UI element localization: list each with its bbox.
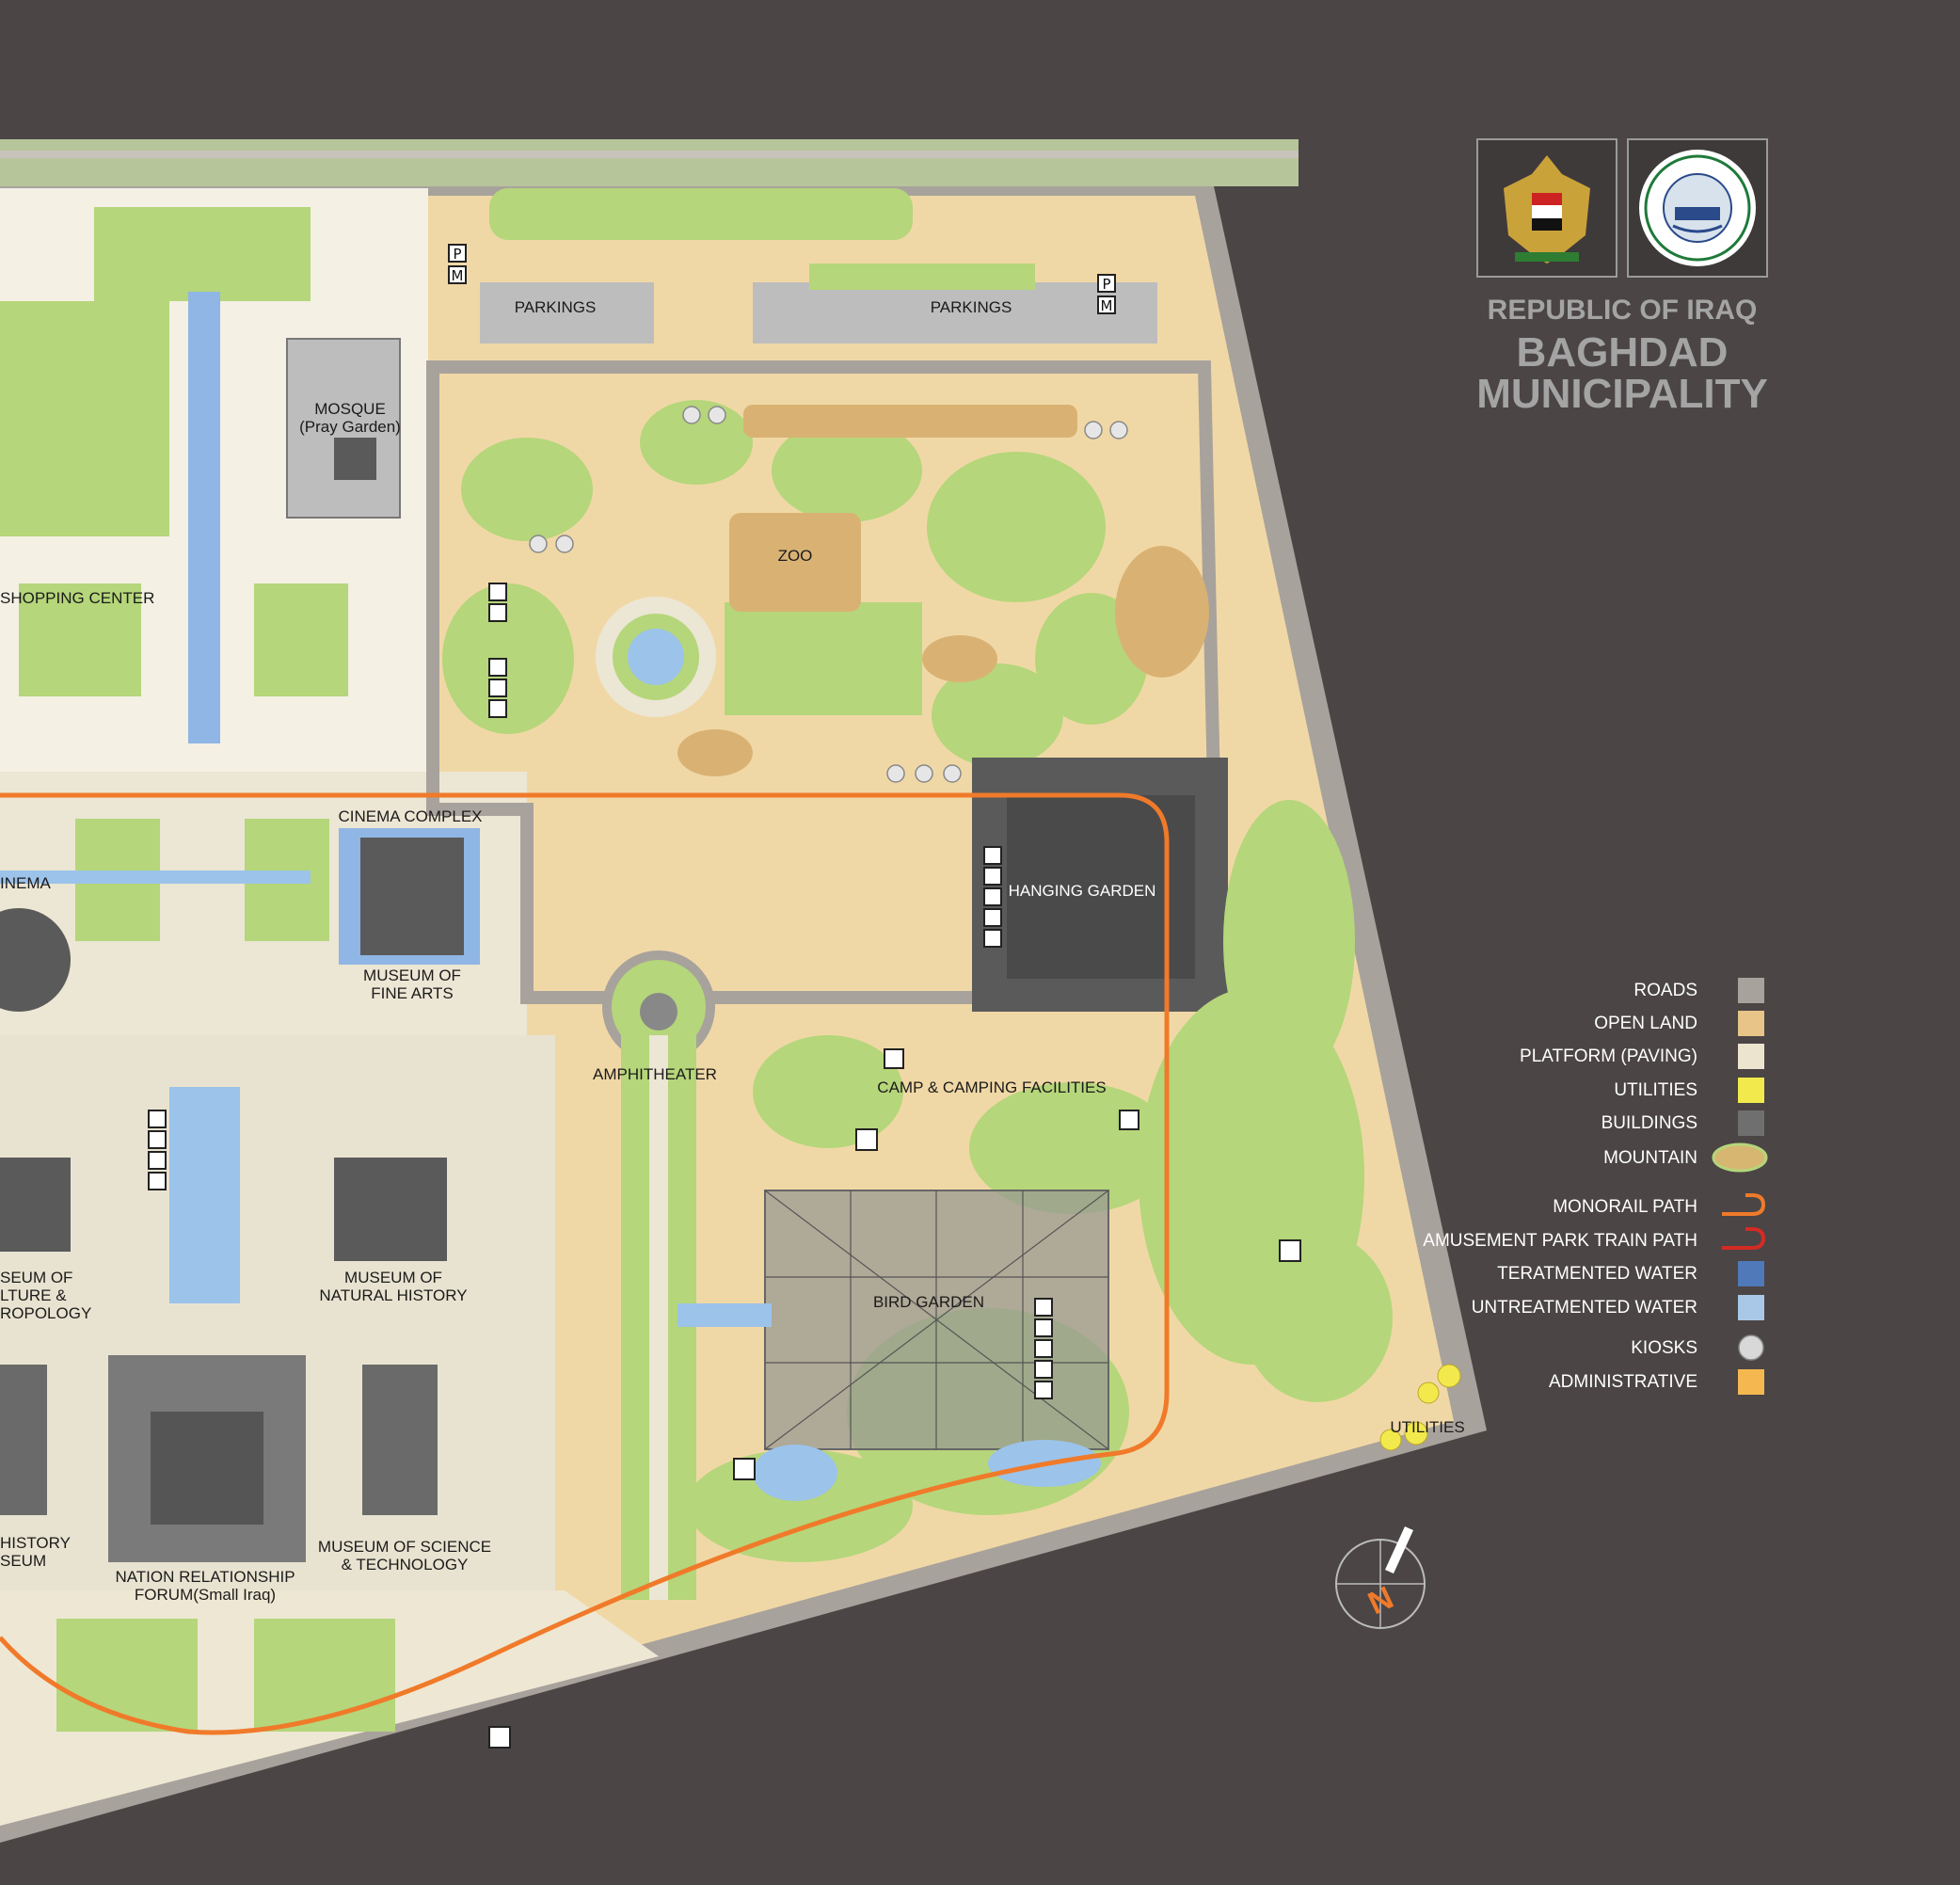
- legend-swatch: [1712, 1142, 1768, 1173]
- legend-label: ROADS: [1633, 981, 1697, 1000]
- legend-swatch: [1738, 1334, 1764, 1361]
- north-grass-strip: [489, 188, 913, 240]
- zoo-label: ZOO: [778, 547, 813, 565]
- legend-swatch: [1722, 1193, 1766, 1216]
- amphitheater-stage: [640, 993, 677, 1030]
- legend-swatch: [1738, 1110, 1764, 1136]
- parkings-left-label: PARKINGS: [515, 298, 597, 316]
- reflecting-pool: [169, 1087, 240, 1303]
- top-road: [0, 139, 1299, 186]
- amphitheater-label: AMPHITHEATER: [593, 1065, 717, 1083]
- facility-icons: P M P M: [148, 244, 1301, 1749]
- nation-forum-core: [151, 1412, 263, 1525]
- mosque-core: [334, 438, 376, 480]
- utilities-map-label: UTILITIES: [1390, 1418, 1464, 1436]
- legend-swatch: [1738, 1044, 1764, 1069]
- legend-swatch: [1738, 1011, 1764, 1036]
- camp-label: CAMP & CAMPING FACILITIES: [877, 1078, 1106, 1096]
- museum-science-building: [362, 1365, 438, 1515]
- promenade-water-crossing: [677, 1303, 772, 1327]
- parking-sign-icon: P: [453, 246, 461, 263]
- bird-garden-label: BIRD GARDEN: [873, 1293, 984, 1311]
- legend-label: UNTREATMENTED WATER: [1472, 1298, 1697, 1318]
- legend-label: UTILITIES: [1614, 1080, 1697, 1100]
- history-museum-label-2: SEUM: [0, 1552, 46, 1570]
- museum-fine-arts-label-1: MUSEUM OF: [363, 966, 461, 984]
- kiosk-icons: [529, 406, 1128, 783]
- municipality-seal-icon: [1639, 150, 1756, 266]
- legend-swatch: [1738, 1295, 1764, 1320]
- history-museum-building: [0, 1365, 47, 1515]
- metro-sign-icon: M: [1101, 297, 1113, 314]
- museum-culture-label-2: LTURE &: [0, 1286, 67, 1304]
- title-municipality: MUNICIPALITY: [1476, 371, 1768, 417]
- museum-culture-building: [0, 1158, 71, 1252]
- legend-label: ADMINISTRATIVE: [1549, 1372, 1697, 1392]
- parking-sign-icon: P: [1102, 276, 1110, 293]
- legend-swatch: [1738, 1369, 1764, 1395]
- parking-lot-left: [480, 282, 654, 343]
- legend-swatch: [1738, 1261, 1764, 1286]
- cinema-dome: [0, 908, 71, 1012]
- legend-label: AMUSEMENT PARK TRAIN PATH: [1423, 1231, 1697, 1251]
- legend-swatch: [1738, 1078, 1764, 1103]
- utility-circles: [1379, 1364, 1461, 1451]
- museum-fine-arts-label-2: FINE ARTS: [371, 984, 454, 1002]
- metro-sign-icon: M: [452, 267, 464, 284]
- hanging-garden-label: HANGING GARDEN: [1009, 882, 1156, 900]
- legend-swatch: [1738, 978, 1764, 1003]
- parking-lot-right: [753, 282, 1157, 343]
- title-baghdad: BAGHDAD: [1517, 329, 1729, 375]
- museum-natural-history-building: [334, 1158, 447, 1261]
- legend-label: MOUNTAIN: [1603, 1148, 1697, 1168]
- museum-culture-label-1: SEUM OF: [0, 1269, 72, 1286]
- nation-forum-label-1: NATION RELATIONSHIP: [115, 1568, 295, 1586]
- history-museum-label-1: HISTORY: [0, 1534, 71, 1552]
- cinema-label: INEMA: [0, 874, 52, 892]
- monorail-path: [0, 792, 1170, 1735]
- cinema-axis: [0, 871, 311, 884]
- title-republic-of-iraq: REPUBLIC OF IRAQ: [1488, 295, 1758, 326]
- legend-label: TERATMENTED WATER: [1497, 1264, 1697, 1284]
- museum-science-label-2: & TECHNOLOGY: [342, 1556, 469, 1573]
- legend-label: OPEN LAND: [1594, 1014, 1697, 1033]
- zoo-grass-areas: [442, 400, 1148, 767]
- parkings-right-label: PARKINGS: [931, 298, 1012, 316]
- shopping-center-label: SHOPPING CENTER: [0, 589, 154, 607]
- nation-forum-label-2: FORUM(Small Iraq): [135, 1586, 276, 1604]
- museum-natural-label-1: MUSEUM OF: [344, 1269, 442, 1286]
- zoo-central-pond: [628, 629, 684, 685]
- mosque-label: MOSQUE: [314, 400, 386, 418]
- bird-garden-pond-left: [753, 1445, 837, 1501]
- iraq-eagle-emblem-icon: [1504, 155, 1590, 264]
- map-legend: ROADS OPEN LAND PLATFORM (PAVING) UTILITIES…: [1423, 978, 1768, 1395]
- museum-natural-label-2: NATURAL HISTORY: [319, 1286, 467, 1304]
- museum-culture-label-3: ROPOLOGY: [0, 1304, 91, 1322]
- legend-label: PLATFORM (PAVING): [1520, 1046, 1697, 1066]
- west-formal-gardens: [0, 207, 395, 1732]
- legend-label: KIOSKS: [1631, 1338, 1697, 1358]
- legend-label: BUILDINGS: [1601, 1113, 1697, 1133]
- museum-science-label-1: MUSEUM OF SCIENCE: [318, 1538, 491, 1556]
- mosque-building: [286, 338, 401, 519]
- north-grass-strip-2: [809, 264, 1035, 290]
- zoo-ring-road: [426, 360, 1226, 1004]
- legend-label: MONORAIL PATH: [1553, 1197, 1697, 1217]
- top-road-lane: [0, 151, 1299, 158]
- zoo-mountains: [677, 405, 1209, 776]
- legend-swatch: [1722, 1227, 1766, 1250]
- cinema-complex-label: CINEMA COMPLEX: [338, 807, 482, 825]
- mosque-sub-label: (Pray Garden): [299, 418, 401, 436]
- central-promenade-path: [649, 1035, 668, 1600]
- shopping-center-axis: [188, 292, 220, 743]
- cinema-complex-core: [360, 838, 464, 955]
